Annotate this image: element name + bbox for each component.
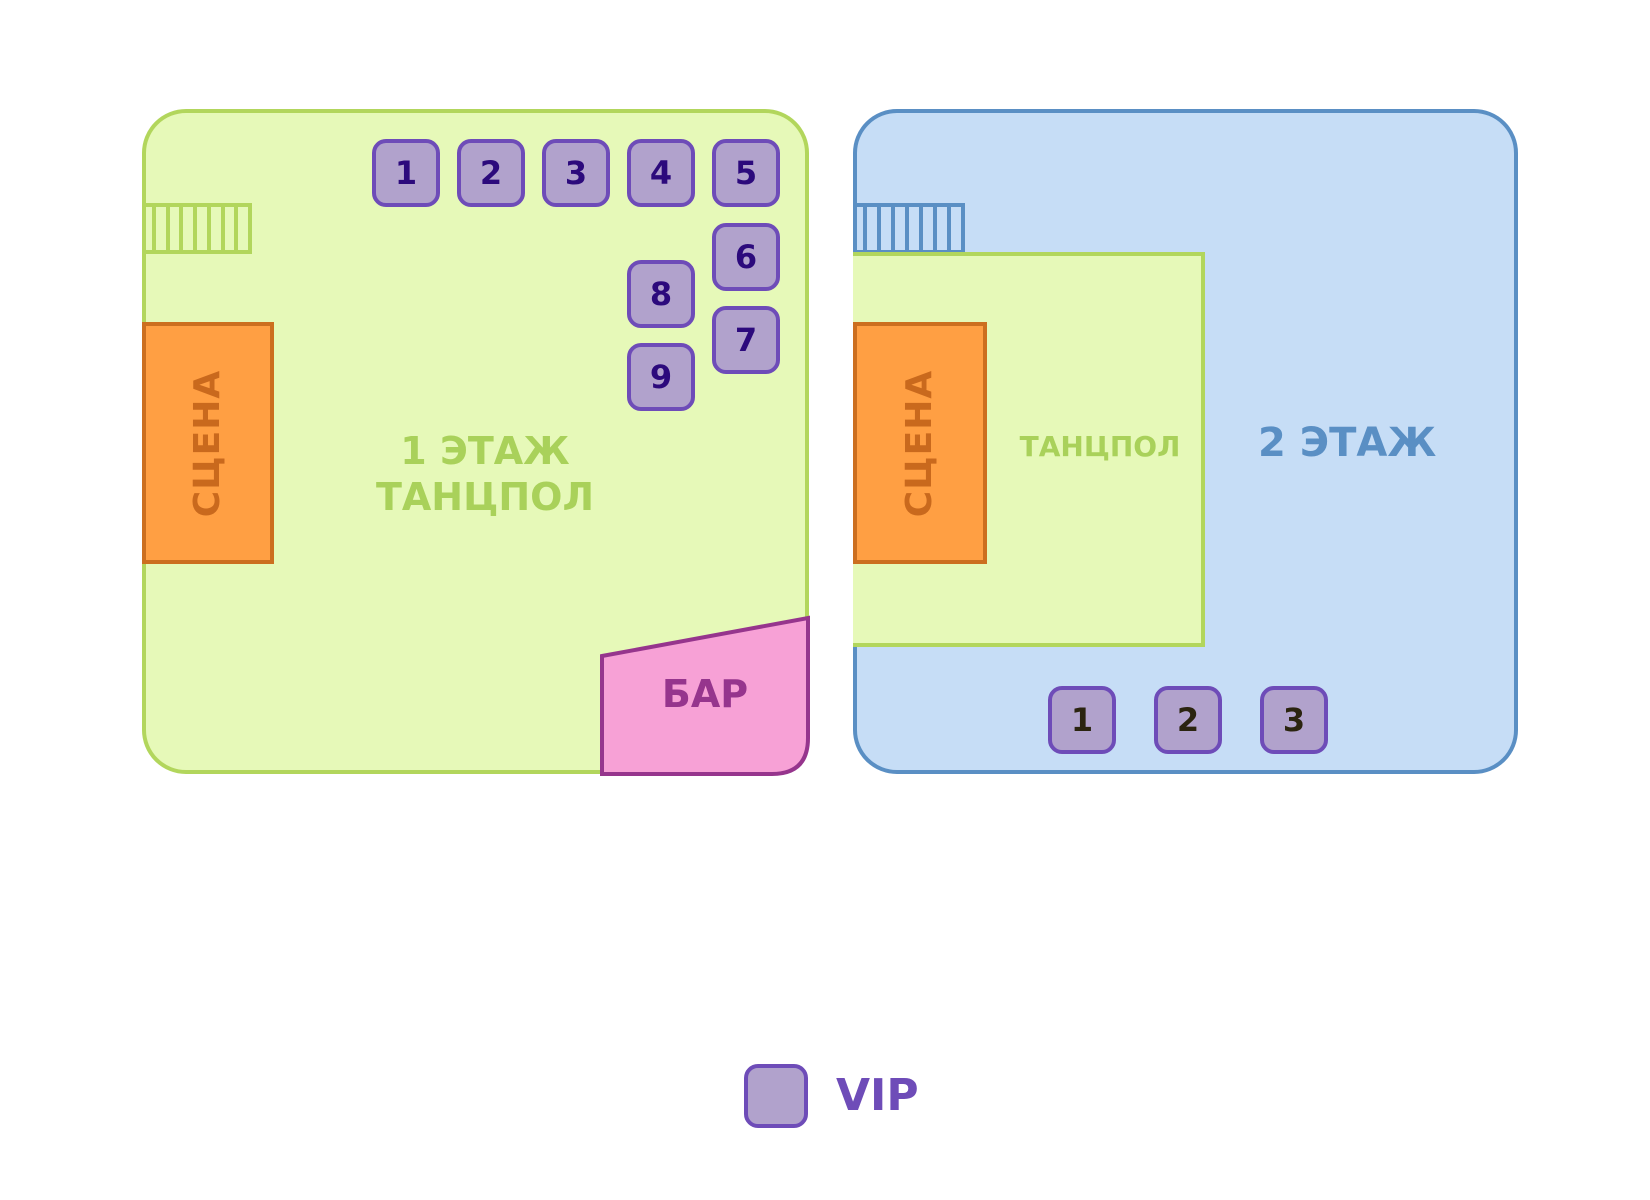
vip-table-f2-2[interactable]: 2 [1154, 686, 1222, 754]
vip-table-f1-9[interactable]: 9 [627, 343, 695, 411]
vip-table-f2-1[interactable]: 1 [1048, 686, 1116, 754]
floor-2-title: 2 ЭТАЖ [1258, 420, 1437, 466]
floor-2-stage[interactable]: СЦЕНА [853, 322, 987, 564]
bar-label: БАР [661, 672, 749, 716]
vip-table-f1-6[interactable]: 6 [712, 223, 780, 291]
vip-table-f1-5[interactable]: 5 [712, 139, 780, 207]
vip-table-f1-8[interactable]: 8 [627, 260, 695, 328]
legend-vip-swatch [744, 1064, 808, 1128]
vip-table-f1-1[interactable]: 1 [372, 139, 440, 207]
floor-1-title: 1 ЭТАЖ ТАНЦПОЛ [360, 428, 610, 520]
floor-1-title-line2: ТАНЦПОЛ [375, 475, 595, 519]
vip-table-f1-4[interactable]: 4 [627, 139, 695, 207]
vip-table-f1-7[interactable]: 7 [712, 306, 780, 374]
bar-area[interactable] [600, 612, 812, 778]
legend-vip-label: VIP [836, 1070, 919, 1121]
floor-2-stage-label: СЦЕНА [899, 369, 941, 517]
floor-2-stairs-icon [853, 203, 965, 254]
floor-2-dancefloor-label: ТАНЦПОЛ [1019, 430, 1181, 463]
vip-table-f1-2[interactable]: 2 [457, 139, 525, 207]
floor-1-stairs-icon [142, 203, 252, 254]
vip-table-f1-3[interactable]: 3 [542, 139, 610, 207]
floor-1-stage[interactable]: СЦЕНА [142, 322, 274, 564]
floor-1-title-line1: 1 ЭТАЖ [400, 429, 570, 473]
floor-1-stage-label: СЦЕНА [187, 369, 229, 517]
vip-table-f2-3[interactable]: 3 [1260, 686, 1328, 754]
